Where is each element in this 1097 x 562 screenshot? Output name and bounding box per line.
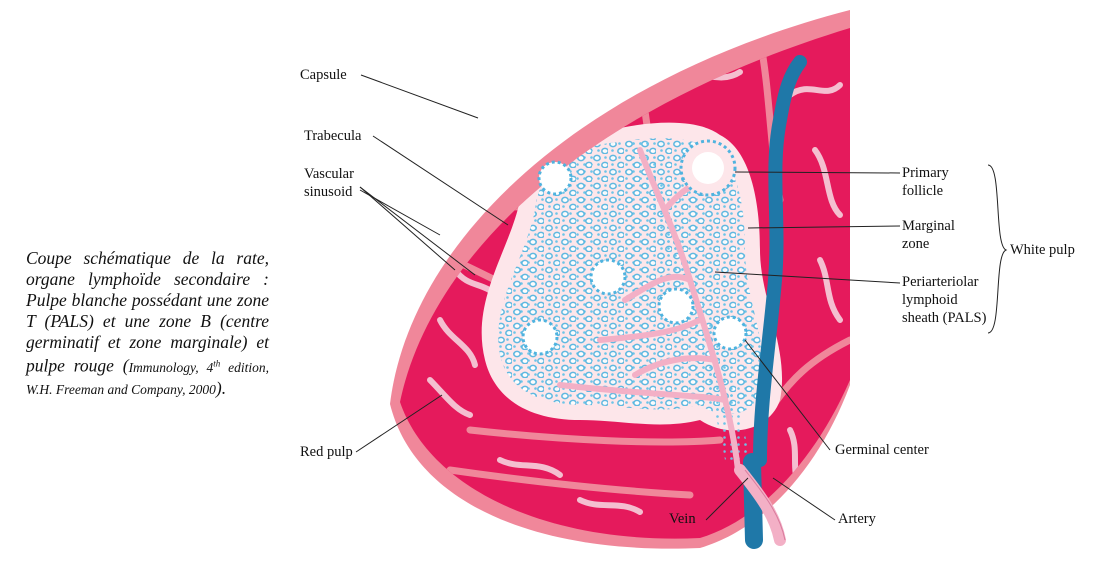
vein [743, 453, 763, 549]
label-pals-line3: sheath (PALS) [902, 310, 987, 326]
germinal-center-3 [657, 287, 695, 325]
primary-follicle [679, 139, 737, 197]
vein-branch [753, 55, 807, 467]
label-trabecula: Trabecula [304, 128, 362, 144]
label-artery: Artery [838, 511, 877, 527]
label-pals-line2: lymphoid [902, 292, 958, 308]
germinal-center-4 [521, 318, 559, 356]
follicles [521, 139, 748, 356]
label-vein: Vein [669, 511, 696, 527]
caption-main: Coupe schématique de la rate, organe lym… [26, 248, 269, 376]
label-vascular-sinusoid: Vascular [304, 166, 354, 182]
label-vascular-sinusoid-line2: sinusoid [304, 184, 353, 200]
germinal-center-2 [589, 258, 627, 296]
label-primary-follicle-line2: follicle [902, 183, 943, 199]
label-capsule: Capsule [300, 67, 347, 83]
label-pals: Periarteriolar [902, 274, 979, 290]
label-marginal-zone-line2: zone [902, 236, 929, 252]
leader-lines [355, 74, 901, 521]
label-red-pulp: Red pulp [300, 444, 353, 460]
label-white-pulp: White pulp [1010, 242, 1075, 258]
caption-close: ). [215, 377, 227, 398]
white-pulp-brace [987, 164, 1008, 334]
label-primary-follicle: Primary [902, 165, 949, 181]
germinal-center-1 [537, 160, 573, 196]
label-germinal-center: Germinal center [835, 442, 929, 458]
figure-caption: Coupe schématique de la rate, organe lym… [26, 248, 269, 400]
label-marginal-zone: Marginal [902, 218, 955, 234]
germinal-center-5 [712, 315, 748, 351]
artery [734, 464, 786, 546]
caption-source: Immunology, 4th edition, W.H. Freeman an… [26, 358, 269, 397]
